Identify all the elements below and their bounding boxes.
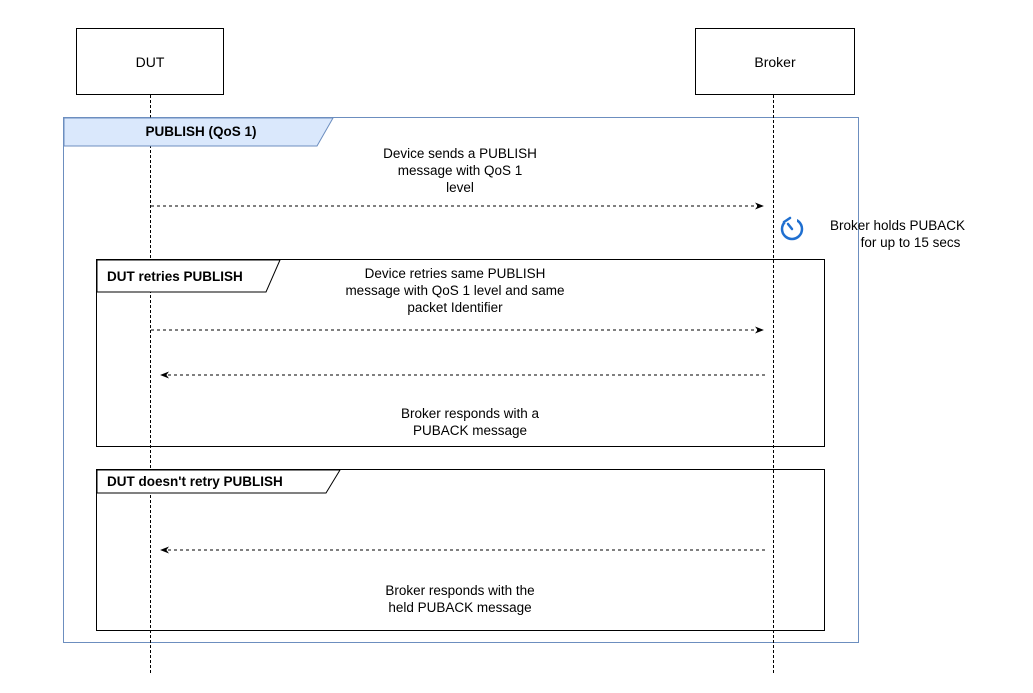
note-broker-holds: Broker holds PUBACK for up to 15 secs (829, 218, 966, 250)
fragment-retry-title: DUT retries PUBLISH (107, 269, 243, 284)
participant-broker: Broker (695, 28, 855, 95)
fragment-no-retry-tab (96, 469, 341, 494)
participant-dut: DUT (76, 28, 224, 95)
lifeline-broker (773, 95, 774, 673)
frame-publish-tab (63, 117, 334, 147)
participant-broker-label: Broker (754, 53, 796, 70)
fragment-no-retry-title: DUT doesn't retry PUBLISH (107, 474, 283, 489)
lifeline-dut (150, 95, 151, 673)
message-held-puback-label: Broker responds with the held PUBACK mes… (385, 583, 535, 615)
frame-publish-qos1 (63, 117, 859, 643)
participant-dut-label: DUT (135, 53, 165, 70)
message-retry-publish-label: Device retries same PUBLISH message with… (345, 266, 565, 315)
fragment-dut-retries (96, 259, 825, 447)
message-publish-label: Device sends a PUBLISH message with QoS … (383, 146, 537, 195)
frame-publish-title: PUBLISH (QoS 1) (145, 124, 257, 139)
timer-icon (780, 216, 804, 241)
message-retry-puback-label: Broker responds with a PUBACK message (400, 406, 540, 438)
fragment-retry-tab (96, 259, 281, 293)
fragment-dut-no-retry (96, 469, 825, 631)
